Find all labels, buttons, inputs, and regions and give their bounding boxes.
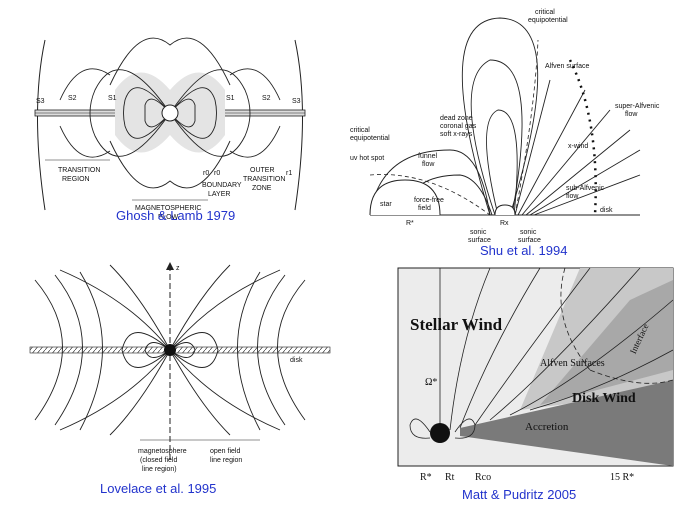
label-stellar-wind: Stellar Wind — [410, 315, 503, 334]
label-region: REGION — [62, 176, 90, 183]
label-magnetosphere-2: (closed field — [140, 457, 177, 464]
label-star: star — [380, 201, 392, 208]
label-dead-zone-2: coronal gas — [440, 123, 477, 130]
label-r1: r1 — [286, 170, 292, 177]
matt-pudritz-diagram: Stellar Wind Interface Alfven Surfaces D… — [397, 267, 674, 483]
label-r-star: R* — [406, 220, 414, 227]
label-z: z — [176, 265, 180, 272]
label-disk-wind: Disk Wind — [572, 391, 636, 406]
label-s1-right: S1 — [226, 95, 235, 102]
label-zone: ZONE — [252, 185, 272, 192]
label-uv-hot-spot: uv hot spot — [350, 155, 384, 162]
label-disk: disk — [290, 357, 303, 364]
label-magnetosphere-3: line region) — [142, 466, 177, 473]
caption-lovelace: Lovelace et al. 1995 — [100, 481, 217, 496]
caption-shu: Shu et al. 1994 — [480, 243, 568, 258]
lovelace-diagram: z disk — [29, 262, 331, 473]
panel-lovelace: z disk — [0, 260, 340, 526]
label-crit-equi-left-2: equipotential — [350, 135, 390, 142]
label-sub-alfvenic-1: sub-Alfvenic — [566, 185, 605, 192]
shu-diagram: critical equipotential Alfven surface cr… — [350, 9, 660, 244]
caption-matt-pudritz: Matt & Pudritz 2005 — [462, 487, 577, 502]
label-force-free-2: field — [418, 205, 431, 212]
label-super-alfvenic-1: super-Alfvenic — [615, 103, 660, 110]
label-flow: FLOW — [158, 214, 179, 221]
label-magnetospheric: MAGNETOSPHERIC — [135, 205, 201, 212]
label-dead-zone-3: soft x-rays — [440, 131, 473, 138]
label-accretion: Accretion — [525, 421, 569, 433]
label-transition: TRANSITION — [58, 167, 100, 174]
label-sonic-1b: surface — [468, 237, 491, 244]
label-disk: disk — [600, 207, 613, 214]
label-sonic-2b: surface — [518, 237, 541, 244]
label-outer: OUTER — [250, 167, 275, 174]
label-s3-left: S3 — [36, 98, 45, 105]
label-omega: Ω* — [425, 377, 437, 388]
label-crit-equi-left-1: critical — [350, 127, 370, 134]
label-alfven-surface: Alfven surface — [545, 63, 589, 70]
label-boundary: BOUNDARY — [202, 182, 242, 189]
label-sonic-1a: sonic — [470, 229, 487, 236]
label-transition2: TRANSITION — [243, 176, 285, 183]
panel-shu: critical equipotential Alfven surface cr… — [340, 0, 681, 260]
label-s3-right: S3 — [292, 98, 301, 105]
label-magnetosphere-1: magnetosphere — [138, 448, 187, 455]
label-super-alfvenic-2: flow — [625, 111, 638, 118]
label-crit-equi-top-1: critical — [535, 9, 555, 16]
label-rco: Rco — [475, 472, 491, 483]
label-sub-alfvenic-2: flow — [566, 193, 579, 200]
panel-matt-pudritz: Stellar Wind Interface Alfven Surfaces D… — [340, 260, 681, 526]
label-funnel-2: flow — [422, 161, 435, 168]
ghosh-lamb-diagram: S3 S2 S1 S1 S2 S3 TRANSITION REGION r0 r… — [34, 37, 306, 221]
label-open-2: line region — [210, 457, 242, 464]
label-rt: Rt — [445, 472, 455, 483]
panel-ghosh-lamb: S3 S2 S1 S1 S2 S3 TRANSITION REGION r0 r… — [0, 0, 340, 260]
label-layer: LAYER — [208, 191, 230, 198]
label-r-x: Rx — [500, 220, 509, 227]
label-alfven-surfaces: Alfven Surfaces — [540, 358, 605, 369]
caption-ghosh-lamb: Ghosh & Lamb 1979 — [116, 208, 236, 223]
label-r-star: R* — [420, 472, 432, 483]
label-s1-left: S1 — [108, 95, 117, 102]
label-sonic-2a: sonic — [520, 229, 537, 236]
label-dead-zone-1: dead zone — [440, 115, 473, 122]
label-s2-right: S2 — [262, 95, 271, 102]
label-s2-left: S2 — [68, 95, 77, 102]
label-funnel-1: funnel — [418, 153, 438, 160]
label-r0-b: r0 — [214, 170, 220, 177]
label-crit-equi-top-2: equipotential — [528, 17, 568, 24]
label-15-r-star: 15 R* — [610, 472, 634, 483]
label-open-1: open field — [210, 448, 240, 455]
label-force-free-1: force-free — [414, 197, 444, 204]
label-r0-a: r0 — [203, 170, 209, 177]
label-xwind: x-wind — [568, 143, 588, 150]
